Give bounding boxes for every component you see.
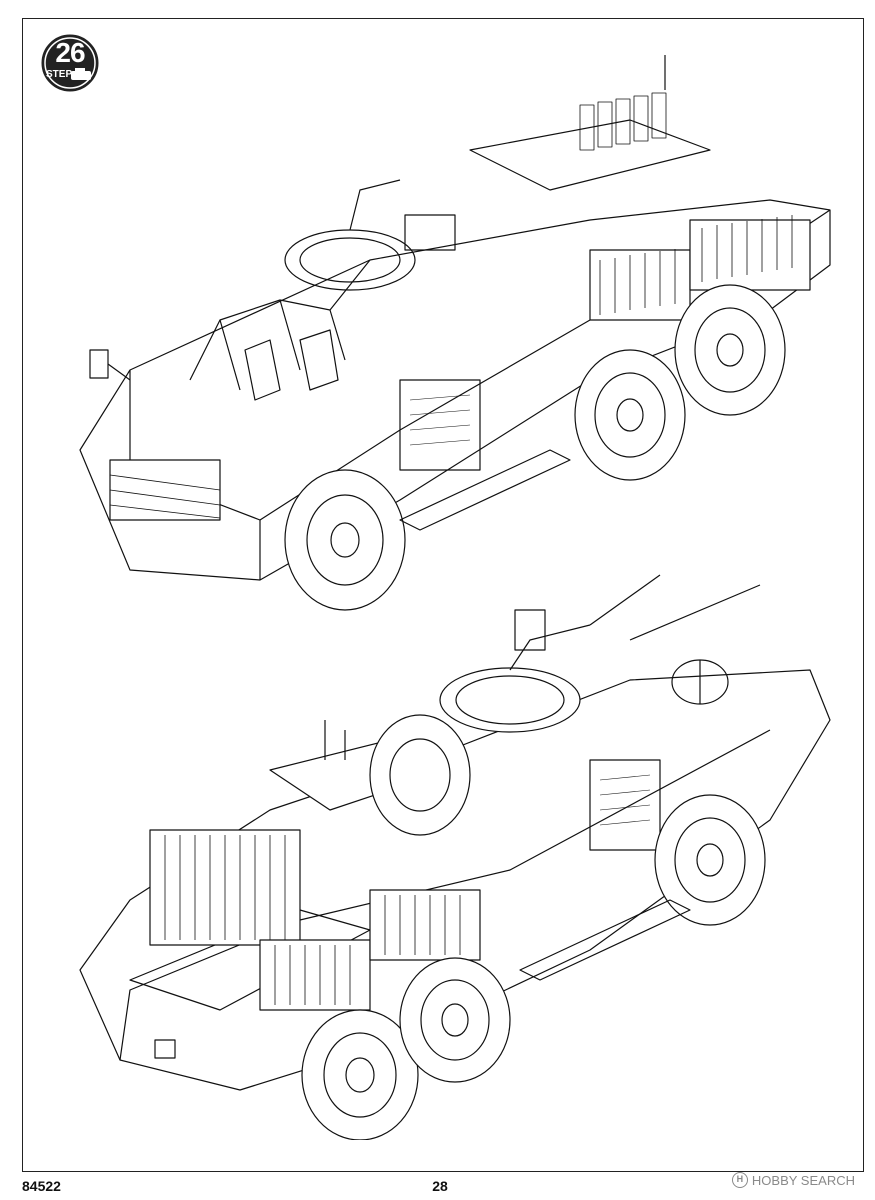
vehicle-rear-three-quarter-view <box>70 570 840 1140</box>
instruction-page-border <box>22 18 864 1172</box>
product-code: 84522 <box>22 1178 61 1194</box>
step-number: 26 <box>55 37 85 68</box>
hobby-search-logo-icon: H <box>731 1172 748 1188</box>
watermark-text: HOBBY SEARCH <box>751 1172 855 1188</box>
page-number: 28 <box>432 1178 448 1194</box>
step-label: STEP <box>46 69 73 80</box>
step-badge: 26 STEP <box>40 33 100 93</box>
vehicle-front-three-quarter-view <box>70 50 840 620</box>
watermark: H HOBBY SEARCH <box>731 1172 855 1188</box>
step-badge-circle-icon <box>41 34 99 92</box>
